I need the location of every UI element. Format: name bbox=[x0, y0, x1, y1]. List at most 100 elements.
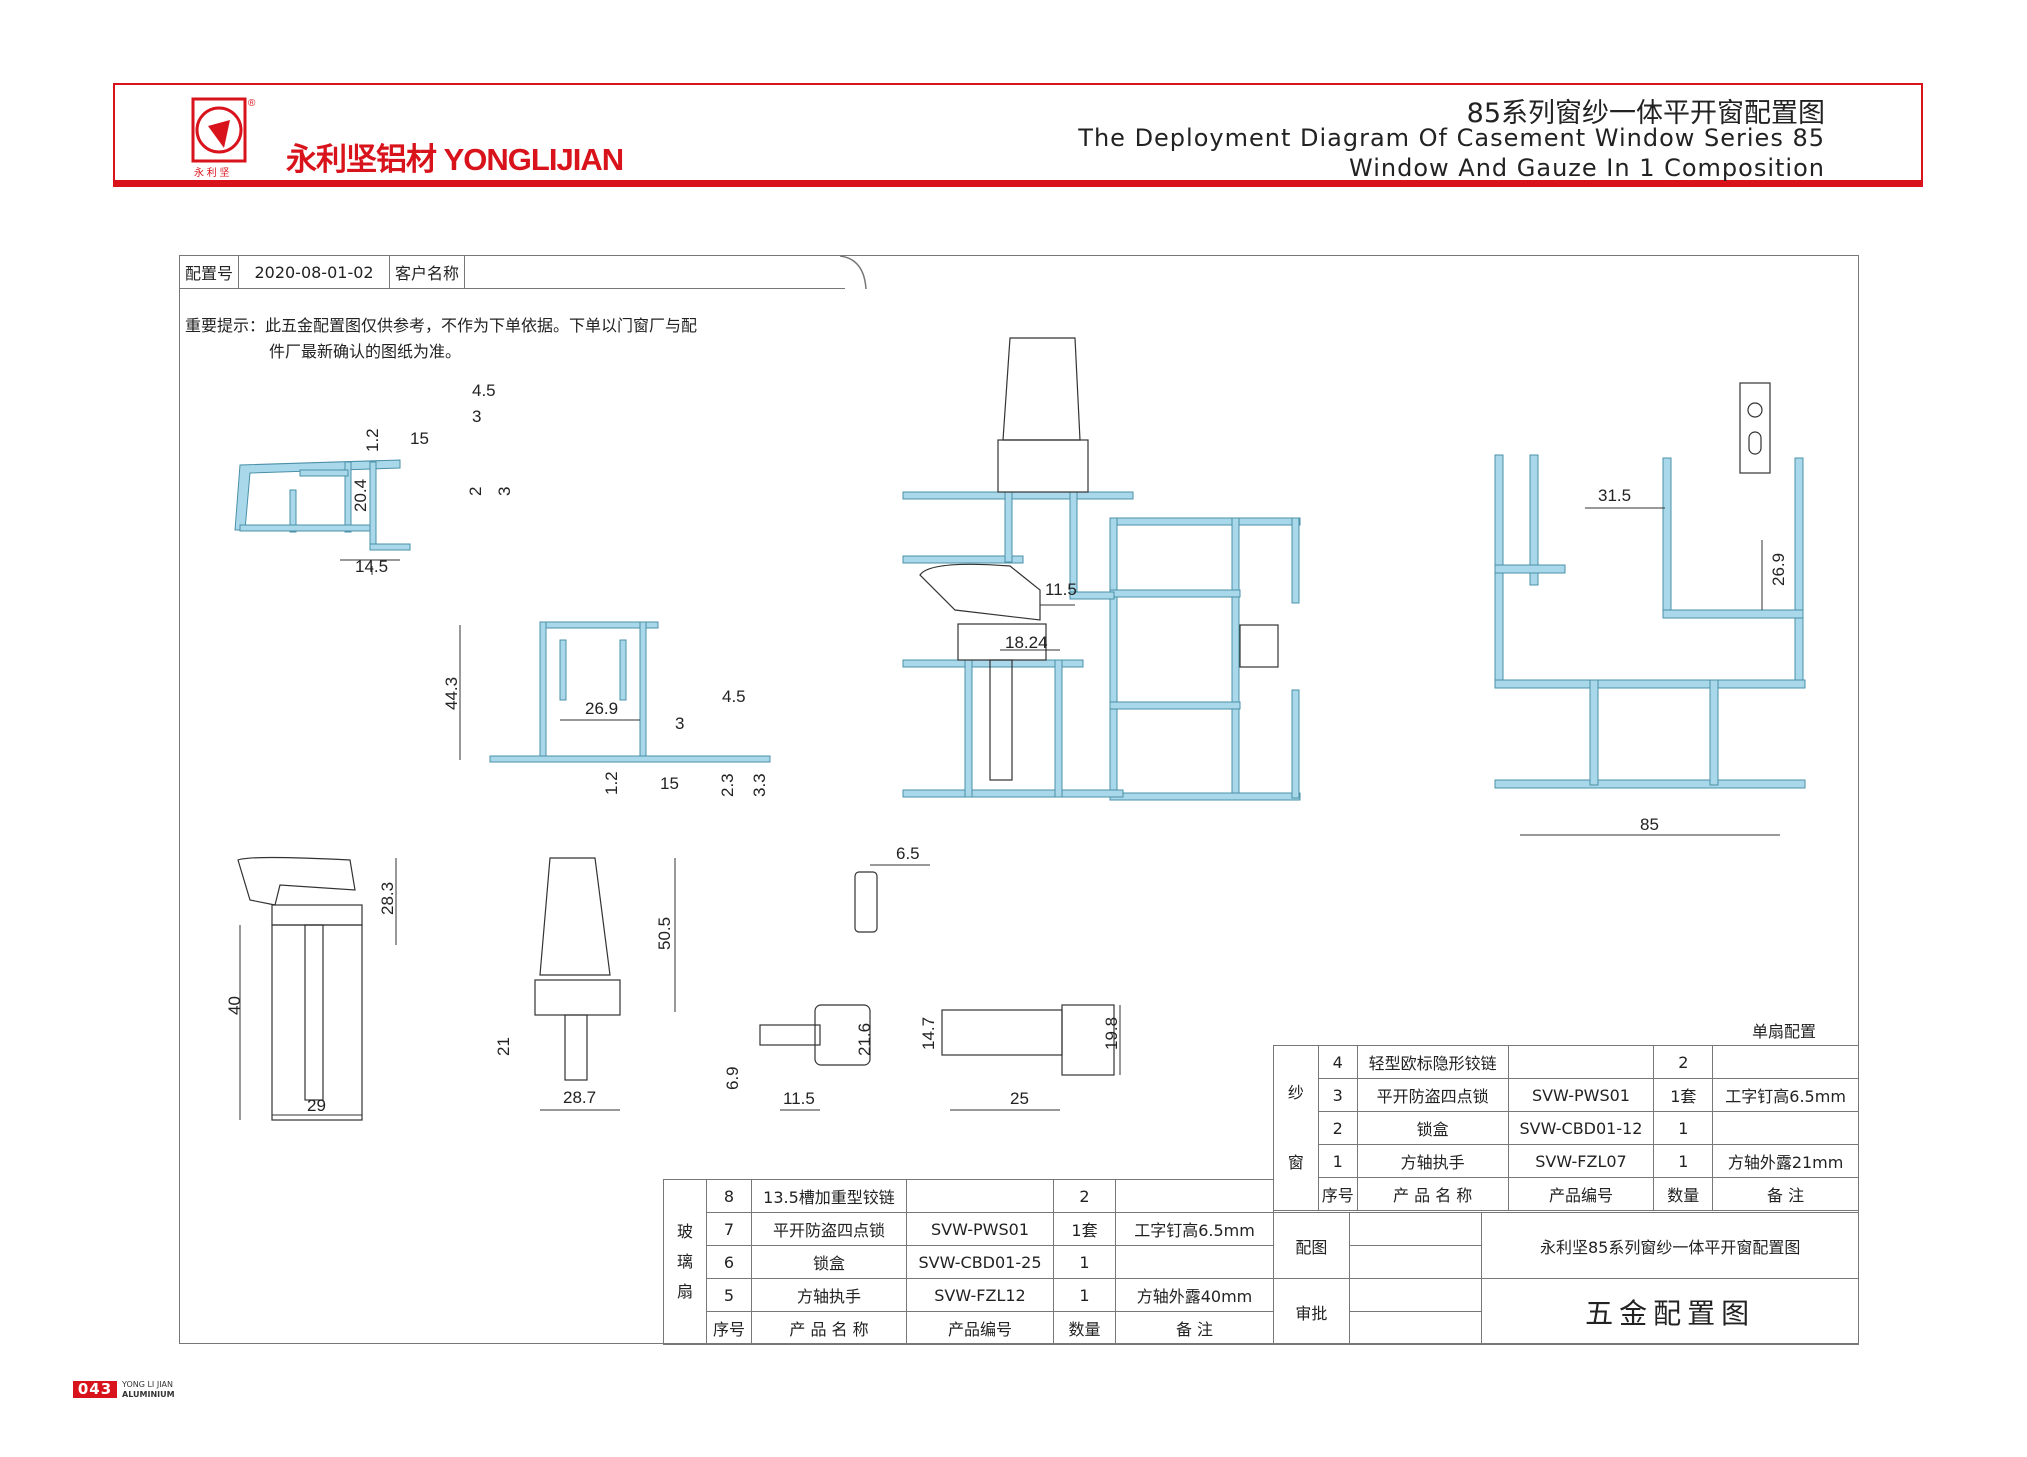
cell-name: 方轴执手 bbox=[1356, 1144, 1509, 1178]
header-note: 备 注 bbox=[1712, 1177, 1859, 1211]
dim-label: 29 bbox=[307, 1096, 326, 1115]
cell-name: 方轴执手 bbox=[751, 1278, 907, 1312]
cell-note bbox=[1115, 1245, 1274, 1279]
dim-label: 1.2 bbox=[363, 428, 382, 452]
cell-name: 平开防盗四点锁 bbox=[1356, 1078, 1509, 1112]
keeper-drawing bbox=[854, 871, 878, 933]
cell-qty: 1套 bbox=[1653, 1078, 1714, 1112]
title-cn: 85系列窗纱一体平开窗配置图 bbox=[1466, 98, 1825, 129]
dim-label: 18.24 bbox=[1005, 633, 1048, 652]
drawing-type: 五金配置图 bbox=[1481, 1278, 1859, 1345]
header-qty: 数量 bbox=[1653, 1177, 1714, 1211]
cell-no: 8 bbox=[706, 1179, 752, 1213]
cell-no: 7 bbox=[706, 1212, 752, 1246]
hinge-plate bbox=[1739, 382, 1771, 474]
handle-knob-top bbox=[1002, 337, 1081, 441]
dim-label: 15 bbox=[660, 774, 679, 793]
cell-code: SVW-CBD01-12 bbox=[1507, 1111, 1655, 1145]
dim-label: 3.3 bbox=[750, 773, 769, 797]
dim-label: 4.5 bbox=[472, 381, 496, 400]
handle-lever-center bbox=[919, 563, 1041, 621]
config-info-table: 配置号 2020-08-01-02 客户名称 bbox=[178, 255, 846, 289]
cell-code: SVW-PWS01 bbox=[1507, 1078, 1655, 1112]
glass-group-label: 玻璃扇 bbox=[663, 1179, 707, 1345]
drawing-name: 永利坚85系列窗纱一体平开窗配置图 bbox=[1481, 1212, 1859, 1279]
dim-label: 3 bbox=[675, 714, 684, 733]
profile-section-2 bbox=[489, 621, 771, 763]
cell-qty: 2 bbox=[1653, 1045, 1714, 1079]
notice-line1: 重要提示：此五金配置图仅供参考，不作为下单依据。下单以门窗厂与配 bbox=[185, 316, 698, 335]
cell-note bbox=[1712, 1045, 1859, 1079]
cell-note: 工字钉高6.5mm bbox=[1115, 1212, 1274, 1246]
dim-label: 20.4 bbox=[351, 479, 370, 512]
cell-qty: 1 bbox=[1653, 1111, 1714, 1145]
svg-text:®: ® bbox=[248, 98, 256, 109]
logo-icon: ® 永 利 坚 bbox=[191, 97, 256, 179]
dim-label: 25 bbox=[1010, 1089, 1029, 1108]
center-assembly bbox=[902, 491, 1301, 801]
approval-sign-2 bbox=[1348, 1311, 1483, 1345]
dim-label: 44.3 bbox=[442, 677, 461, 710]
dim-label: 15 bbox=[410, 429, 429, 448]
lockbox-1-drawing bbox=[759, 1024, 821, 1046]
dim-label: 11.5 bbox=[783, 1089, 815, 1108]
cell-qty: 1套 bbox=[1053, 1212, 1116, 1246]
dimension-labels: 4.5 3 15 1.2 20.4 2 3 14.5 44.3 26.9 4.5… bbox=[225, 381, 1788, 1115]
dim-label: 21 bbox=[494, 1037, 513, 1056]
brand-name: 永利坚铝材 YONGLIJIAN bbox=[286, 142, 624, 177]
gauze-window-table: 纱窗 4 轻型欧标隐形铰链 2 3 平开防盗四点锁 SVW-PWS01 1套 工… bbox=[1273, 1045, 1859, 1211]
header-code: 产品编号 bbox=[906, 1311, 1054, 1345]
dim-label: 85 bbox=[1640, 815, 1659, 834]
dim-label: 1.2 bbox=[602, 771, 621, 795]
dim-label: 28.7 bbox=[563, 1088, 596, 1107]
glass-sash-table: 玻璃扇 8 13.5槽加重型铰链 2 7 平开防盗四点锁 SVW-PWS01 1… bbox=[663, 1179, 1274, 1345]
title-en-line2: Window And Gauze In 1 Composition bbox=[1349, 154, 1825, 182]
lockbox-2-drawing bbox=[941, 1009, 1063, 1056]
cell-qty: 1 bbox=[1653, 1144, 1714, 1178]
drawing-label: 配图 bbox=[1273, 1212, 1350, 1279]
cell-qty: 2 bbox=[1053, 1179, 1116, 1213]
cell-name: 锁盒 bbox=[1356, 1111, 1509, 1145]
dim-label: 19.8 bbox=[1102, 1017, 1121, 1050]
cell-code: SVW-CBD01-25 bbox=[906, 1245, 1054, 1279]
handle-1-drawing bbox=[237, 856, 356, 906]
dim-label: 31.5 bbox=[1598, 486, 1631, 505]
page-number-badge: 043 bbox=[73, 1381, 117, 1398]
dim-label: 6.9 bbox=[723, 1066, 742, 1090]
cell-name: 轻型欧标隐形铰链 bbox=[1356, 1045, 1509, 1079]
header-code: 产品编号 bbox=[1507, 1177, 1655, 1211]
dim-label: 14.7 bbox=[919, 1017, 938, 1050]
dim-label: 3 bbox=[472, 407, 481, 426]
cell-no: 2 bbox=[1317, 1111, 1358, 1145]
svg-text:永 利 坚: 永 利 坚 bbox=[194, 166, 230, 179]
config-no-label: 配置号 bbox=[178, 255, 240, 289]
customer-value bbox=[464, 255, 846, 289]
cell-note: 方轴外露40mm bbox=[1115, 1278, 1274, 1312]
cell-no: 3 bbox=[1317, 1078, 1358, 1112]
dim-label: 26.9 bbox=[1769, 553, 1788, 586]
cell-note: 工字钉高6.5mm bbox=[1712, 1078, 1859, 1112]
cell-code bbox=[906, 1179, 1054, 1213]
profile-section-1 bbox=[234, 459, 411, 551]
cell-name: 13.5槽加重型铰链 bbox=[751, 1179, 907, 1213]
dim-label: 14.5 bbox=[355, 557, 388, 576]
header-name: 产 品 名 称 bbox=[1356, 1177, 1509, 1211]
cell-name: 平开防盗四点锁 bbox=[751, 1212, 907, 1246]
cell-note: 方轴外露21mm bbox=[1712, 1144, 1859, 1178]
header-name: 产 品 名 称 bbox=[751, 1311, 907, 1345]
approval-label: 审批 bbox=[1273, 1278, 1350, 1345]
cell-name: 锁盒 bbox=[751, 1245, 907, 1279]
title-en-line1: The Deployment Diagram Of Casement Windo… bbox=[1078, 124, 1825, 152]
cell-qty: 1 bbox=[1053, 1278, 1116, 1312]
handle-2-drawing bbox=[539, 857, 611, 976]
dim-label: 6.5 bbox=[896, 844, 920, 863]
dim-label: 2.3 bbox=[718, 773, 737, 797]
config-no-value: 2020-08-01-02 bbox=[238, 255, 391, 289]
dimension-lines bbox=[239, 507, 1780, 1120]
right-assembly bbox=[1494, 454, 1806, 789]
gauze-group-label: 纱窗 bbox=[1273, 1045, 1319, 1211]
cell-code: SVW-FZL12 bbox=[906, 1278, 1054, 1312]
gasket bbox=[1239, 624, 1279, 668]
cell-note bbox=[1115, 1179, 1274, 1213]
